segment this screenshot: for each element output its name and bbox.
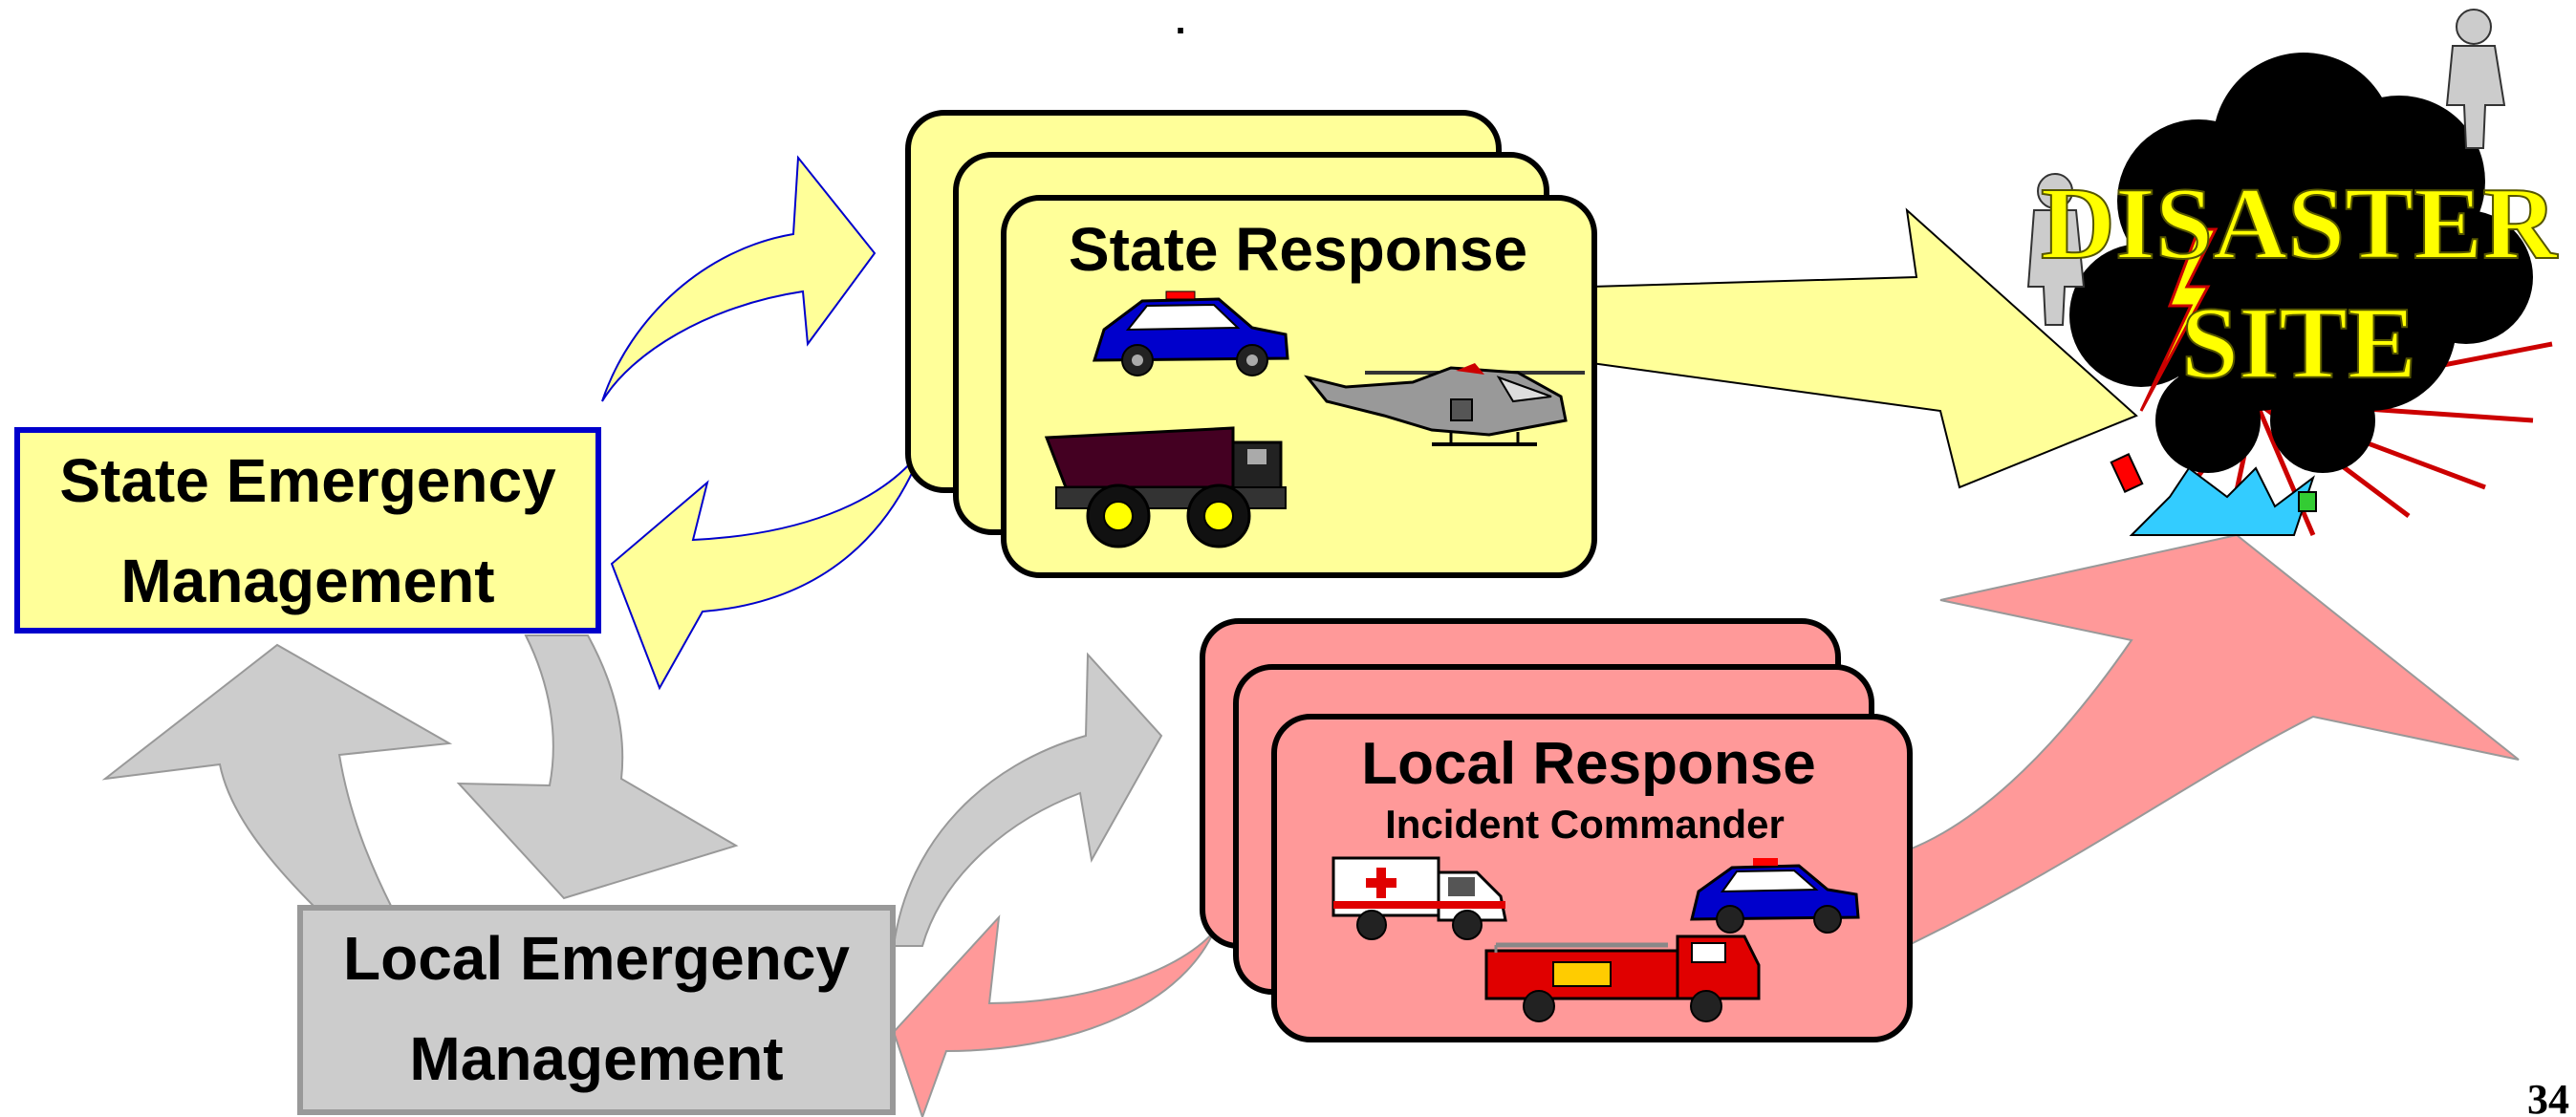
local-response-subtitle: Incident Commander [1385,802,1785,847]
gray-arrow-up-left [101,643,453,909]
gray-arrow-down [456,634,739,900]
pink-arrows [892,533,2520,1117]
gray-arrow-up-right [892,652,1163,947]
gray-arrows [101,634,1163,947]
dump-truck-icon [1044,426,1287,548]
yellow-arrow-to-disaster [1591,207,2138,489]
state-response-stack: State Response [905,110,1597,578]
police-car-icon-local [1690,858,1860,934]
yellow-arrows [601,155,2138,691]
ambulance-icon [1331,856,1507,940]
page-number: 34 [2527,1076,2569,1117]
disaster-site: DISASTER SITE [2026,9,2559,536]
yellow-arrow-down [610,448,923,691]
fire-truck-icon [1484,934,1761,1022]
disaster-title-line2: SITE [2181,287,2416,400]
disaster-title-line1: DISASTER [2041,167,2558,281]
state-emergency-management-box: State Emergency Management [14,427,601,634]
local-em-line1: Local Emergency [343,924,850,993]
local-response-title: Local Response [1361,731,1815,797]
state-response-title: State Response [1069,215,1527,284]
yellow-arrow-up [601,155,877,402]
disaster-cloud-icon [2069,53,2533,473]
splash [2129,466,2315,536]
top-mark: . [1175,0,1185,42]
pink-arrow-to-disaster [1906,533,2520,948]
debris-red [2110,453,2144,493]
helicopter-icon [1304,363,1585,446]
state-em-line1: State Emergency [59,446,556,515]
hazmat-worker-icon [2026,173,2086,326]
local-response-stack: Local Response Incident Commander [1200,618,1913,1042]
debris-green [2298,491,2317,512]
police-car-icon [1092,290,1289,376]
local-em-line2: Management [409,1024,783,1093]
hazmat-worker-icon-2 [2445,9,2506,149]
local-emergency-management-box: Local Emergency Management [297,905,896,1115]
state-em-line2: Management [120,547,494,615]
pink-arrow-to-local-em [892,914,1215,1117]
lightning-bolt-icon [2139,227,2219,412]
